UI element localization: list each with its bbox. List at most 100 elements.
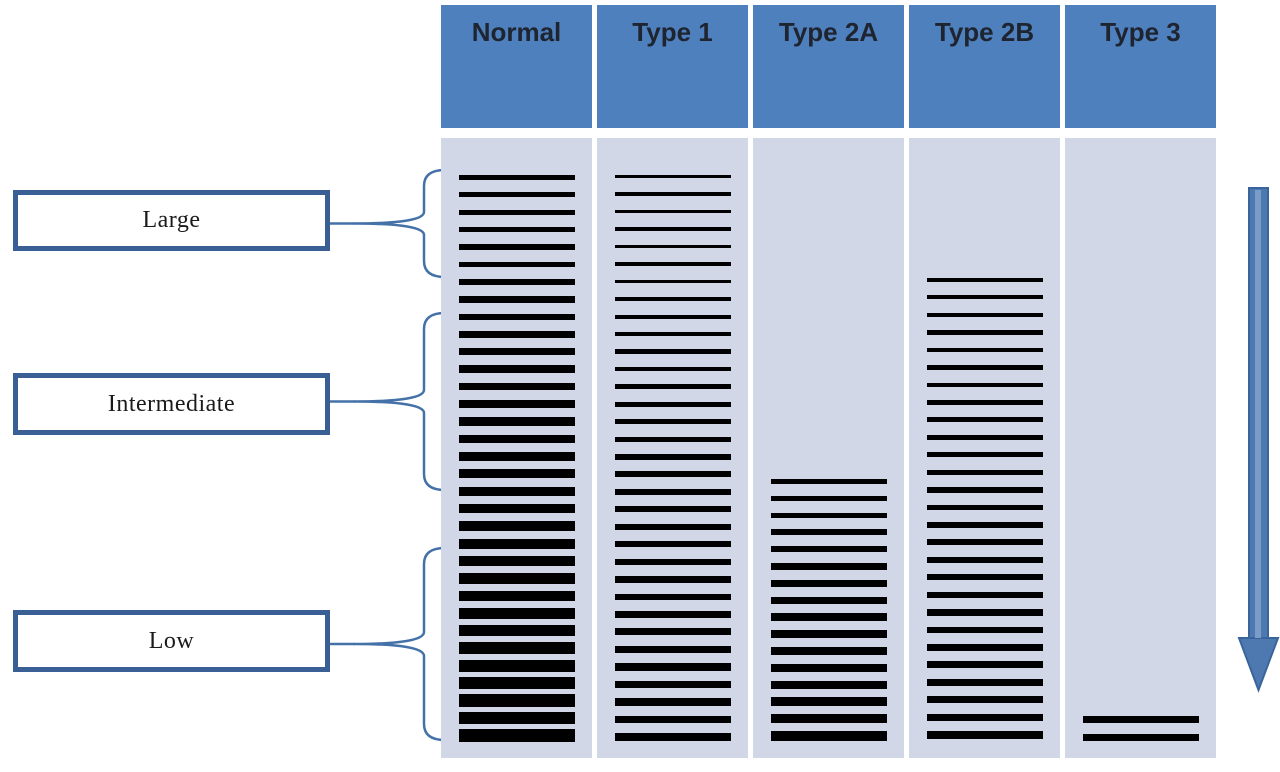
gel-band (614, 401, 731, 407)
gel-band (926, 591, 1043, 598)
size-label-large: Large (142, 207, 201, 233)
gel-band (926, 626, 1043, 634)
gel-band (614, 454, 731, 460)
gel-band (458, 642, 575, 655)
gel-band (458, 313, 575, 321)
gel-band (614, 610, 731, 618)
gel-band (458, 607, 575, 619)
brace-low (352, 546, 447, 742)
size-label-low: Low (148, 627, 195, 654)
gel-band (926, 278, 1043, 282)
gel-band (1082, 734, 1199, 741)
gel-band (458, 538, 575, 549)
gel-band (458, 434, 575, 444)
gel-band (614, 715, 731, 724)
gel-band (770, 697, 887, 707)
gel-band (458, 573, 575, 584)
gel-band (770, 714, 887, 724)
gel-band (614, 698, 731, 706)
gel-band (614, 523, 731, 530)
gel-band (458, 625, 575, 637)
gel-band (458, 521, 575, 532)
gel-band (614, 314, 731, 319)
gel-band (458, 209, 575, 215)
gel-band (614, 471, 731, 478)
gel-band (926, 609, 1043, 616)
gel-band (926, 382, 1043, 388)
gel-band (458, 261, 575, 268)
gel-band (770, 731, 887, 741)
gel-band (614, 645, 731, 653)
down-arrow-head (1237, 637, 1280, 693)
gel-band (458, 175, 575, 180)
gel-band (458, 400, 575, 409)
gel-band (770, 546, 887, 553)
gel-band (614, 663, 731, 671)
gel-band (926, 731, 1043, 739)
gel-band (926, 504, 1043, 511)
gel-band (458, 590, 575, 602)
gel-band (770, 680, 887, 690)
gel-band (926, 417, 1043, 423)
gel-band (770, 630, 887, 638)
gel-band (614, 192, 731, 196)
size-label-box-intermediate: Intermediate (13, 373, 330, 435)
gel-band (458, 694, 575, 707)
gel-band (458, 486, 575, 496)
gel-band (614, 209, 731, 214)
column-header-normal: Normal (441, 5, 592, 128)
gel-band (926, 452, 1043, 458)
gel-band (770, 663, 887, 673)
gel-band (926, 365, 1043, 370)
gel-band (614, 541, 731, 548)
gel-band (458, 365, 575, 373)
gel-band (458, 659, 575, 672)
gel-band (926, 400, 1043, 405)
gel-band (926, 521, 1043, 528)
gel-band (458, 452, 575, 461)
gel-band (1082, 716, 1199, 723)
gel-band (770, 579, 887, 587)
gel-band (458, 330, 575, 338)
gel-band (926, 295, 1043, 300)
gel-band (458, 503, 575, 514)
gel-band (614, 733, 731, 741)
down-arrow-icon (1237, 187, 1280, 693)
gel-band (770, 563, 887, 570)
gel-band (926, 574, 1043, 581)
gel-lane-type-2a (753, 138, 904, 758)
gel-band (614, 506, 731, 513)
gel-band (614, 175, 731, 178)
gel-band (458, 469, 575, 479)
brace-large (352, 168, 447, 279)
gel-band (614, 558, 731, 565)
gel-band (458, 677, 575, 690)
gel-band (614, 244, 731, 249)
size-label-box-low: Low (13, 610, 330, 672)
brace-intermediate (352, 311, 447, 492)
gel-band (770, 613, 887, 621)
gel-band (614, 384, 731, 390)
gel-band (926, 312, 1043, 318)
gel-lane-normal (441, 138, 592, 758)
column-header-type-2a: Type 2A (753, 5, 904, 128)
gel-band (614, 593, 731, 601)
gel-band (770, 647, 887, 655)
gel-band (614, 227, 731, 231)
gel-band (458, 555, 575, 567)
gel-band (926, 487, 1043, 493)
gel-lane-type-1 (597, 138, 748, 758)
size-label-intermediate: Intermediate (107, 390, 236, 417)
gel-band (614, 628, 731, 636)
gel-band (614, 297, 731, 302)
gel-band (770, 512, 887, 519)
gel-band (926, 330, 1043, 335)
gel-band (458, 729, 575, 742)
gel-band (614, 419, 731, 425)
gel-band (614, 279, 731, 284)
gel-band (458, 417, 575, 426)
gel-band (770, 495, 887, 502)
brace-group (330, 168, 447, 742)
gel-band (458, 278, 575, 285)
